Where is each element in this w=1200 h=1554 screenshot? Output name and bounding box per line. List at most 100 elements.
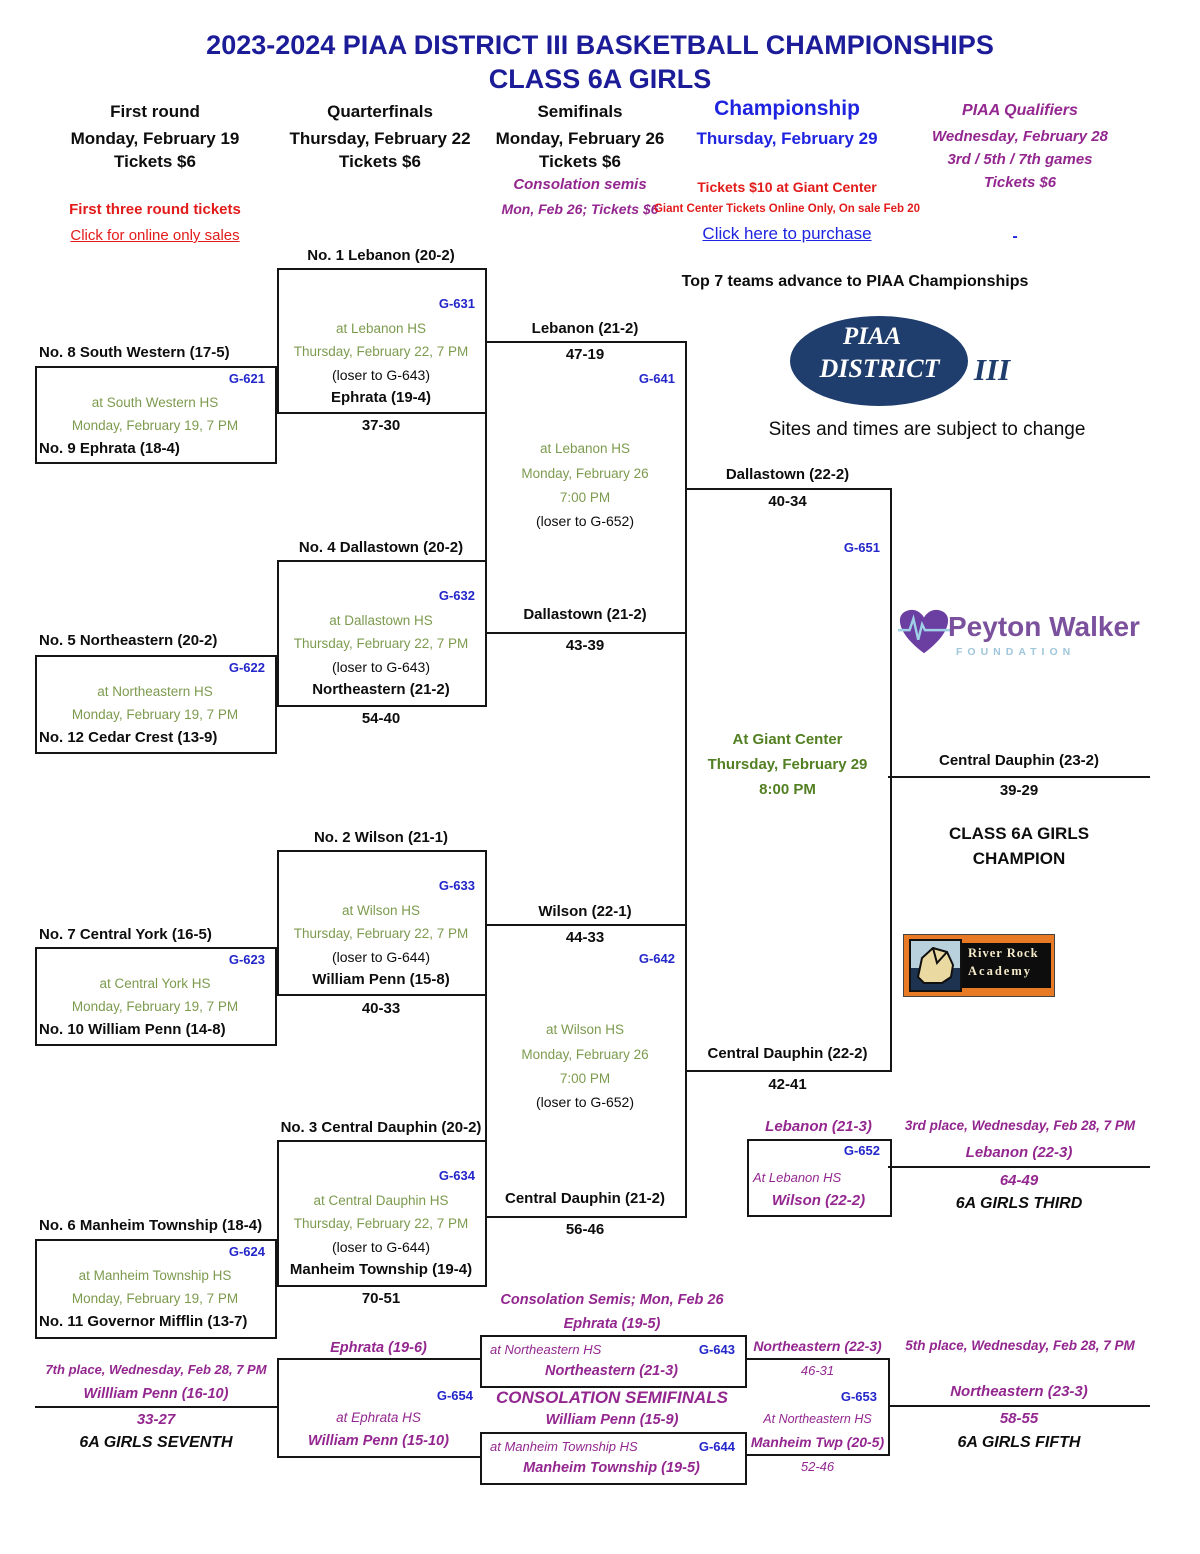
g631-datetime: Thursday, February 22, 7 PM [293, 344, 469, 359]
round-header-semifinals: Semifinals [537, 102, 623, 121]
fifth-place-winner: Northeastern (23-3) [950, 1383, 1088, 1400]
g651-game-number: G-651 [843, 540, 880, 555]
g631-venue: at Lebanon HS [335, 321, 427, 336]
rock-icon [916, 946, 955, 984]
g632-game-number: G-632 [438, 588, 475, 603]
g641-venue: at Lebanon HS [539, 441, 631, 456]
g634-score: 70-51 [361, 1290, 401, 1307]
fifth-place-line [888, 1405, 1150, 1407]
g642-score-top: 44-33 [565, 929, 605, 946]
river-rock-picture [909, 939, 962, 992]
river-rock-logo: River Rock Academy [903, 934, 1055, 997]
g633-score: 40-33 [361, 1000, 401, 1017]
g623-game-number: G-623 [228, 952, 265, 967]
g653-team-top: Northeastern (22-3) [753, 1338, 882, 1354]
g644-winner: Manheim Township (19-5) [523, 1460, 700, 1476]
page-subtitle: CLASS 6A GIRLS [488, 64, 712, 94]
g643-winner: Northeastern (21-3) [545, 1363, 678, 1379]
g654-team-bottom: William Penn (15-10) [308, 1433, 449, 1449]
round-date-championship: Thursday, February 29 [696, 129, 878, 148]
g631-loser-note: (loser to G-643) [331, 367, 431, 383]
g654-game-number: G-654 [436, 1388, 473, 1403]
piaa-logo-line1: PIAA [842, 323, 902, 350]
g623-venue: at Central York HS [99, 976, 211, 991]
g621-game-number: G-621 [228, 371, 265, 386]
g641-score-top: 47-19 [565, 346, 605, 363]
round-header-first-round: First round [110, 102, 200, 121]
g643-box [480, 1335, 747, 1388]
champion-team: Central Dauphin (23-2) [938, 752, 1100, 769]
g642-venue: at Wilson HS [545, 1022, 625, 1037]
g632-team-top: No. 4 Dallastown (20-2) [298, 539, 464, 556]
piaa-district-logo: PIAA DISTRICT III [790, 314, 1030, 414]
g643-team-top: Ephrata (19-5) [563, 1316, 661, 1332]
stray-dash: - [1012, 228, 1018, 245]
first-round-ticket-note: First three round tickets [69, 201, 241, 218]
peyton-walker-logo: Peyton Walker FOUNDATION [898, 608, 1140, 668]
g651-team-bottom: Central Dauphin (22-2) [707, 1045, 868, 1062]
championship-ticket-note: Tickets $10 at Giant Center [697, 179, 877, 195]
g624-box [35, 1239, 277, 1339]
g651-time: 8:00 PM [759, 781, 816, 798]
g641-team-top: Lebanon (21-2) [531, 320, 639, 337]
g641-game-number: G-641 [638, 371, 675, 386]
heart-ekg-icon [898, 609, 950, 654]
third-place-note: 3rd place, Wednesday, Feb 28, 7 PM [904, 1118, 1136, 1133]
qualifiers-tickets: Tickets $6 [983, 174, 1057, 191]
advance-note: Top 7 teams advance to PIAA Championship… [681, 273, 1029, 290]
fifth-place-score: 58-55 [999, 1410, 1039, 1427]
g651-box [685, 488, 892, 1072]
g653-venue: At Northeastern HS [763, 1412, 872, 1426]
g632-venue: at Dallastown HS [329, 613, 433, 628]
g641-loser-note: (loser to G-652) [535, 513, 635, 529]
g654-venue: at Ephrata HS [336, 1410, 421, 1425]
purchase-tickets-link[interactable]: Click here to purchase [702, 224, 872, 243]
champion-score: 39-29 [999, 782, 1039, 799]
round-tickets-first-round: Tickets $6 [114, 152, 196, 171]
sites-note: Sites and times are subject to change [768, 419, 1086, 440]
g644-team-top: William Penn (15-9) [545, 1412, 679, 1428]
g642-team-bottom: Central Dauphin (21-2) [504, 1190, 666, 1207]
g644-game-number: G-644 [698, 1439, 735, 1454]
g633-box [277, 850, 487, 996]
g651-venue: At Giant Center [732, 731, 843, 748]
g651-team-top: Dallastown (22-2) [725, 466, 850, 483]
round-date-quarterfinals: Thursday, February 22 [289, 129, 471, 148]
g653-top-line [745, 1358, 890, 1360]
g634-team-top: No. 3 Central Dauphin (20-2) [280, 1119, 482, 1136]
fifth-place-note: 5th place, Wednesday, Feb 28, 7 PM [905, 1338, 1135, 1353]
g621-team-bottom: No. 9 Ephrata (18-4) [39, 440, 180, 457]
g651-score-bottom: 42-41 [768, 1076, 807, 1093]
g634-game-number: G-634 [438, 1168, 475, 1183]
online-sales-link[interactable]: Click for online only sales [70, 227, 240, 244]
piaa-logo-oval [790, 316, 968, 406]
g641-time: 7:00 PM [559, 490, 611, 505]
river-rock-line1: River Rock [968, 946, 1039, 960]
round-date-semifinals: Monday, February 26 [495, 129, 665, 148]
g622-team-top: No. 5 Northeastern (20-2) [39, 632, 218, 649]
g633-team-top: No. 2 Wilson (21-1) [313, 829, 449, 846]
g633-venue: at Wilson HS [341, 903, 421, 918]
round-date-first-round: Monday, February 19 [70, 129, 240, 148]
g634-team-bottom: Manheim Township (19-4) [289, 1261, 473, 1278]
piaa-logo-line2: DISTRICT [819, 354, 940, 383]
g653-connector [888, 1358, 890, 1456]
g621-datetime: Monday, February 19, 7 PM [71, 418, 239, 433]
g641-team-bottom: Dallastown (21-2) [523, 606, 647, 623]
fifth-place-title: 6A GIRLS FIFTH [957, 1434, 1081, 1451]
peyton-walker-name: Peyton Walker [948, 611, 1140, 642]
g653-bottom-line [745, 1454, 890, 1456]
third-place-line [888, 1166, 1150, 1168]
g622-venue: at Northeastern HS [97, 684, 213, 699]
g642-loser-note: (loser to G-652) [535, 1094, 635, 1110]
g651-score-top: 40-34 [768, 493, 807, 510]
champion-line [888, 776, 1150, 778]
third-place-score: 64-49 [999, 1172, 1039, 1189]
g653-game-number: G-653 [840, 1389, 877, 1404]
g623-team-bottom: No. 10 William Penn (14-8) [39, 1021, 226, 1038]
g641-box [485, 341, 687, 634]
round-header-quarterfinals: Quarterfinals [327, 102, 433, 121]
g624-team-bottom: No. 11 Governor Mifflin (13-7) [39, 1313, 248, 1330]
g624-datetime: Monday, February 19, 7 PM [71, 1291, 239, 1306]
